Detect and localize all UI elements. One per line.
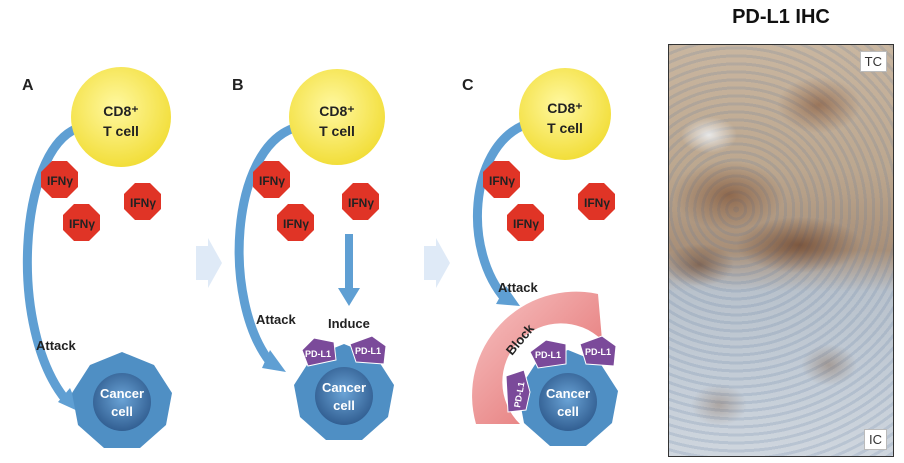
ifn-label: IFNγ bbox=[130, 196, 156, 210]
attack-arrowhead bbox=[262, 350, 286, 372]
pd-l1-label: PD-L1 bbox=[512, 381, 526, 408]
tcell-label-line1: CD8⁺ bbox=[547, 100, 582, 116]
pd-l1-label: PD-L1 bbox=[585, 347, 611, 357]
attack-label: Attack bbox=[36, 338, 77, 353]
attack-arrow bbox=[22, 123, 83, 405]
ifn-gamma-octagon bbox=[124, 183, 161, 220]
induce-arrow bbox=[345, 234, 353, 290]
panel-letter: B bbox=[232, 77, 244, 94]
tcell-label-line1: CD8⁺ bbox=[103, 103, 138, 119]
ifn-gamma-octagon bbox=[483, 161, 520, 198]
pd-l1-ihc-micrograph: TC IC bbox=[668, 44, 894, 457]
tcell-label-line1: CD8⁺ bbox=[319, 103, 354, 119]
tcell-label-line2: T cell bbox=[319, 123, 355, 139]
ifn-label: IFNγ bbox=[489, 174, 515, 188]
cancer-label-line2: cell bbox=[557, 404, 579, 419]
cancer-label-line2: cell bbox=[111, 404, 133, 419]
ifn-label: IFNγ bbox=[283, 217, 309, 231]
panel-letter: C bbox=[462, 77, 474, 94]
pd-l1-label: PD-L1 bbox=[355, 346, 381, 356]
ifn-gamma-octagon bbox=[41, 161, 78, 198]
ifn-gamma-octagon bbox=[342, 183, 379, 220]
attack-label: Attack bbox=[256, 312, 297, 327]
cancer-cell-nucleus bbox=[539, 373, 597, 431]
immune-attack-diagram: A CD8⁺ T cell IFNγ IFNγ IFNγ Attack Canc… bbox=[22, 67, 618, 448]
panel-a: A CD8⁺ T cell IFNγ IFNγ IFNγ Attack Canc… bbox=[22, 67, 172, 448]
pd-l1-label: PD-L1 bbox=[535, 350, 561, 360]
chevron-right-icon bbox=[196, 238, 222, 288]
pd-l1-receptor bbox=[529, 339, 567, 369]
cancer-cell-nucleus bbox=[93, 373, 151, 431]
tumor-cell-tag: TC bbox=[859, 51, 887, 72]
induce-arrowhead bbox=[338, 288, 360, 306]
ifn-label: IFNγ bbox=[47, 174, 73, 188]
ifn-gamma-octagon bbox=[253, 161, 290, 198]
ifn-label: IFNγ bbox=[69, 217, 95, 231]
tcell-label-line2: T cell bbox=[103, 123, 139, 139]
micrograph-title: PD-L1 IHC bbox=[732, 6, 830, 28]
cd8-t-cell bbox=[519, 68, 611, 160]
panel-b: B CD8⁺ T cell IFNγ IFNγ IFNγ Attack Indu… bbox=[232, 69, 394, 440]
ifn-label: IFNγ bbox=[348, 196, 374, 210]
cd8-t-cell bbox=[289, 69, 385, 165]
ifn-gamma-octagon bbox=[63, 204, 100, 241]
ifn-label: IFNγ bbox=[513, 217, 539, 231]
attack-label: Attack bbox=[498, 280, 539, 295]
block-shield bbox=[472, 291, 602, 424]
pd-l1-receptor bbox=[301, 337, 337, 367]
cd8-t-cell bbox=[71, 67, 171, 167]
tcell-label-line2: T cell bbox=[547, 120, 583, 136]
induce-label: Induce bbox=[328, 316, 370, 331]
panel-letter: A bbox=[22, 77, 34, 94]
panel-c: C CD8⁺ T cell IFNγ IFNγ IFNγ Attack Bloc… bbox=[462, 68, 618, 446]
pd-l1-receptor bbox=[579, 335, 617, 367]
immune-cell-tag: IC bbox=[864, 429, 887, 450]
ifn-gamma-octagon bbox=[507, 204, 544, 241]
cancer-label-line1: Cancer bbox=[100, 386, 144, 401]
attack-arrow bbox=[234, 123, 299, 367]
attack-arrow bbox=[473, 121, 527, 305]
pd-l1-label: PD-L1 bbox=[305, 349, 331, 359]
attack-arrowhead bbox=[496, 286, 520, 306]
ifn-label: IFNγ bbox=[259, 174, 285, 188]
ifn-gamma-octagon bbox=[578, 183, 615, 220]
cancer-label-line1: Cancer bbox=[546, 386, 590, 401]
ifn-gamma-octagon bbox=[277, 204, 314, 241]
cancer-label-line2: cell bbox=[333, 398, 355, 413]
chevron-right-icon bbox=[424, 238, 450, 288]
pd-l1-receptor bbox=[349, 335, 387, 365]
ifn-label: IFNγ bbox=[584, 196, 610, 210]
pd-l1-receptor bbox=[505, 369, 531, 413]
cancer-label-line1: Cancer bbox=[322, 380, 366, 395]
cancer-cell-nucleus bbox=[315, 367, 373, 425]
